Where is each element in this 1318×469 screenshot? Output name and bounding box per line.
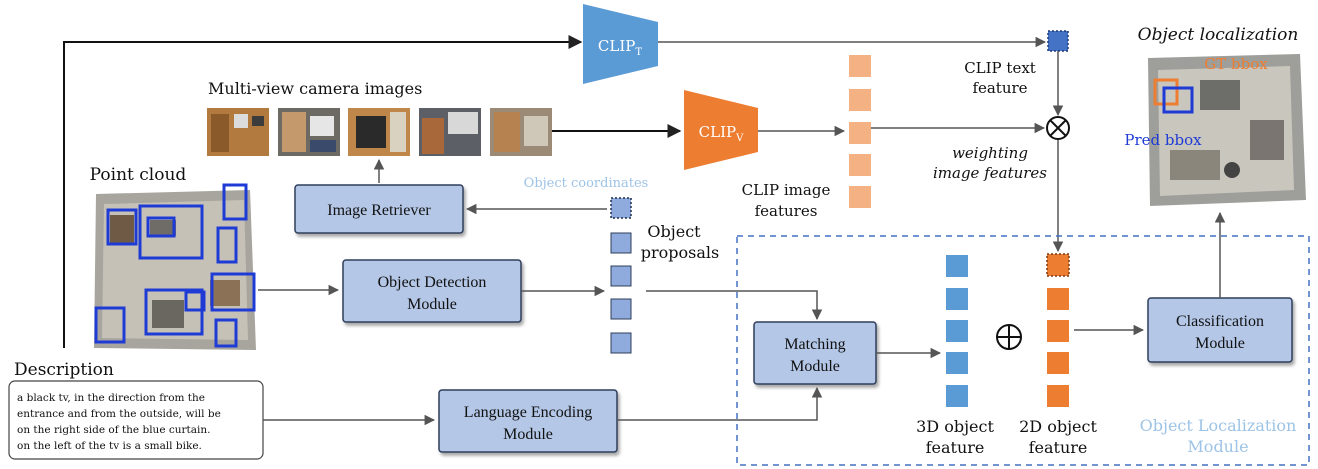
svg-text:proposals: proposals bbox=[641, 243, 719, 262]
svg-text:on the right side of the blue: on the right side of the blue curtain. bbox=[17, 424, 210, 436]
localization-scene-image bbox=[1148, 54, 1306, 206]
svg-text:CLIPT: CLIPT bbox=[598, 37, 642, 58]
3d-object-feature-label: 3D object bbox=[916, 417, 994, 436]
svg-text:Classification: Classification bbox=[1176, 313, 1264, 330]
svg-text:Module: Module bbox=[503, 426, 553, 443]
point-cloud-title: Point cloud bbox=[90, 165, 187, 185]
2d-object-feature-column bbox=[1047, 288, 1069, 407]
svg-text:on the left of the tv is a sma: on the left of the tv is a small bike. bbox=[17, 440, 202, 452]
object-proposals-column bbox=[610, 232, 632, 354]
svg-text:entrance and from the outside,: entrance and from the outside, will be bbox=[17, 408, 221, 420]
svg-text:CLIPV: CLIPV bbox=[699, 123, 744, 144]
clip-v-encoder: CLIPV bbox=[684, 90, 758, 170]
svg-text:Module: Module bbox=[790, 358, 840, 375]
object-localization-module-label: Object Localization bbox=[1140, 416, 1297, 435]
multiview-title: Multi-view camera images bbox=[208, 79, 422, 98]
description-title: Description bbox=[14, 360, 114, 380]
classification-module: Classification Module bbox=[1147, 297, 1293, 363]
object-localization-title: Object localization bbox=[1138, 25, 1299, 45]
pred-bbox-label: Pred bbox bbox=[1124, 131, 1202, 149]
2d-weighted-feature-cell bbox=[1046, 253, 1070, 277]
weighting-label: weighting bbox=[952, 144, 1028, 162]
plus-operator bbox=[996, 324, 1022, 350]
svg-text:Matching: Matching bbox=[784, 336, 845, 353]
svg-text:Image Retriever: Image Retriever bbox=[327, 202, 431, 219]
svg-text:image features: image features bbox=[933, 164, 1047, 182]
multiview-images bbox=[207, 108, 552, 156]
multiply-operator bbox=[1046, 116, 1070, 140]
language-encoding-module: Language Encoding Module bbox=[438, 389, 618, 453]
object-detection-module: Object Detection Module bbox=[342, 259, 522, 323]
3d-object-feature-column bbox=[946, 255, 968, 407]
svg-text:Module: Module bbox=[1195, 335, 1245, 352]
gt-bbox-label: GT bbox bbox=[1204, 55, 1268, 73]
svg-text:feature: feature bbox=[1029, 438, 1088, 457]
svg-text:a black tv, in the direction f: a black tv, in the direction from the bbox=[17, 392, 205, 404]
svg-text:Module: Module bbox=[1187, 437, 1248, 456]
object-coordinates-label: Object coordinates bbox=[524, 176, 649, 191]
point-cloud-image bbox=[94, 183, 256, 350]
clip-image-features-label: CLIP image bbox=[742, 181, 831, 199]
proposals-to-matching-arrow bbox=[646, 290, 823, 321]
clip-t-encoder: CLIPT bbox=[583, 4, 658, 84]
svg-text:Module: Module bbox=[407, 296, 457, 313]
clip-text-feature-label: CLIP text bbox=[964, 59, 1036, 77]
2d-object-feature-label: 2D object bbox=[1019, 417, 1097, 436]
matching-module: Matching Module bbox=[753, 321, 877, 385]
description-text-box: a black tv, in the direction from the en… bbox=[8, 380, 264, 460]
image-retriever-module: Image Retriever bbox=[294, 184, 464, 234]
description-to-clipt-arrow bbox=[63, 35, 583, 348]
camera-image-3 bbox=[348, 108, 410, 156]
language-to-matching-arrow bbox=[617, 386, 823, 421]
camera-image-1 bbox=[207, 108, 269, 156]
object-proposals-label: Object bbox=[647, 222, 701, 241]
object-coordinates-cell bbox=[610, 197, 632, 219]
camera-image-4 bbox=[419, 108, 481, 156]
svg-text:Language Encoding: Language Encoding bbox=[464, 404, 592, 421]
camera-image-2 bbox=[278, 108, 340, 156]
svg-text:Object Detection: Object Detection bbox=[378, 274, 487, 291]
object-localization-region bbox=[736, 235, 1310, 466]
svg-text:feature: feature bbox=[972, 79, 1027, 97]
clip-text-feature-cell bbox=[1047, 30, 1069, 52]
camera-image-5 bbox=[490, 108, 552, 156]
svg-text:features: features bbox=[755, 202, 818, 220]
svg-text:feature: feature bbox=[926, 438, 985, 457]
clip-image-features-column bbox=[849, 55, 871, 208]
